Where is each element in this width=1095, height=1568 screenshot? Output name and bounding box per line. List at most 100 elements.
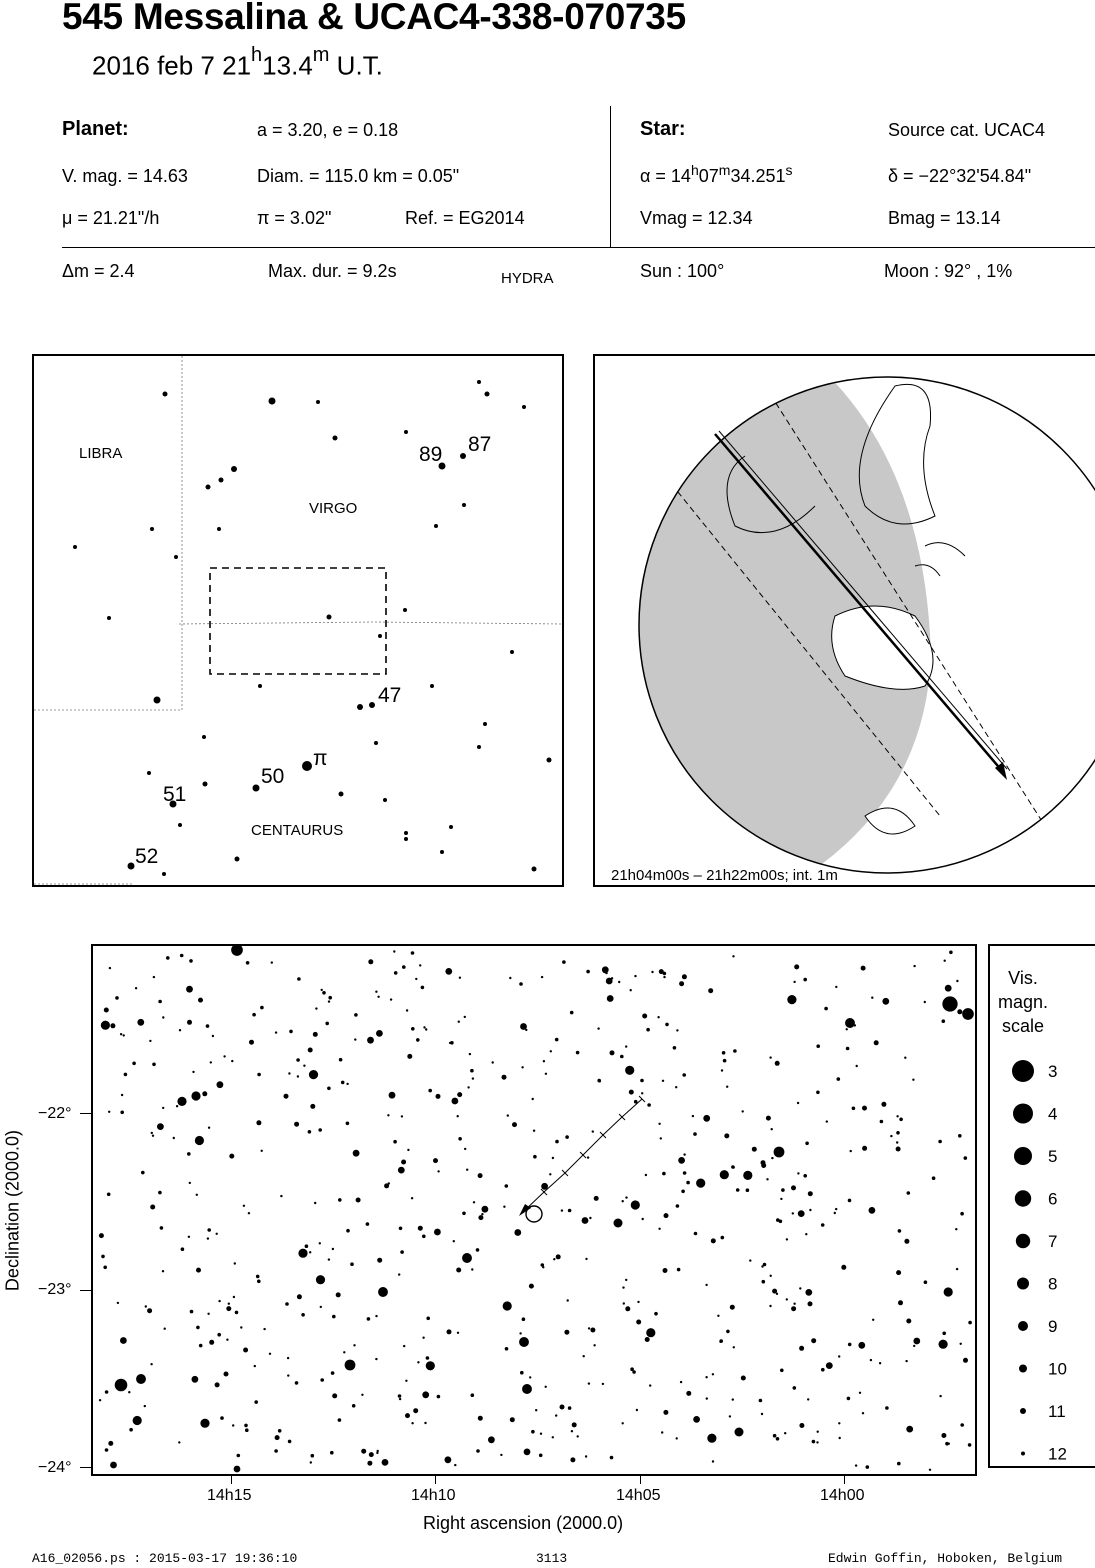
chart-star — [693, 1231, 698, 1236]
max-duration: Max. dur. = 9.2s — [268, 261, 397, 281]
chart-star — [310, 1453, 315, 1458]
chart-star — [765, 1115, 771, 1121]
chart-star — [187, 1019, 192, 1025]
chart-star — [232, 1295, 236, 1299]
chart-bright-star — [136, 1374, 146, 1384]
chart-star — [791, 1306, 797, 1312]
chart-star — [549, 1050, 552, 1053]
chart-star — [129, 1427, 133, 1432]
chart-star — [116, 1301, 120, 1305]
chart-star — [514, 1229, 522, 1236]
xtick-mark-1415 — [231, 1476, 232, 1484]
chart-star — [320, 988, 323, 992]
chart-star — [833, 1211, 836, 1215]
chart-star — [466, 1168, 469, 1171]
chart-star — [906, 1191, 911, 1195]
chart-star — [407, 1053, 413, 1059]
chart-star — [662, 1268, 668, 1273]
chart-star — [198, 1343, 203, 1348]
chart-star — [217, 1332, 221, 1337]
chart-star — [454, 1463, 457, 1467]
chart-star — [417, 1225, 423, 1231]
chart-star — [301, 1313, 305, 1317]
chart-star — [288, 1072, 291, 1075]
hour-unit: h — [251, 44, 263, 66]
chart-star — [128, 1391, 131, 1394]
chart-bright-star — [942, 996, 958, 1012]
chart-star — [328, 995, 332, 1000]
chart-star — [633, 1099, 638, 1104]
chart-star — [509, 976, 512, 980]
chart-star — [457, 1020, 460, 1023]
chart-star — [437, 1170, 440, 1173]
chart-star — [257, 1279, 261, 1284]
chart-star — [760, 1412, 764, 1416]
chart-star — [646, 1328, 656, 1338]
chart-star — [375, 1357, 378, 1361]
chart-star — [641, 1092, 644, 1095]
chart-star — [521, 1066, 524, 1069]
finder-star — [477, 745, 481, 749]
chart-star — [340, 1080, 345, 1085]
finder-star — [404, 837, 408, 841]
chart-star — [132, 1415, 142, 1426]
chart-star — [191, 1375, 199, 1383]
chart-star — [338, 1198, 342, 1202]
chart-star — [504, 1184, 509, 1188]
chart-star — [641, 1217, 644, 1221]
chart-star — [585, 1257, 588, 1261]
chart-star — [551, 1156, 555, 1160]
moon-info: Moon : 92° , 1% — [884, 261, 1013, 281]
chart-star — [769, 1274, 772, 1277]
chart-star — [477, 1415, 483, 1421]
chart-star — [542, 1060, 546, 1063]
finder-star — [258, 684, 262, 688]
chart-star — [232, 1424, 235, 1427]
chart-star — [847, 1198, 852, 1203]
chart-star — [376, 1030, 383, 1037]
chart-star — [762, 1262, 767, 1267]
chart-star — [458, 976, 462, 979]
chart-star — [205, 1024, 210, 1028]
chart-star — [297, 977, 301, 981]
chart-star — [805, 1233, 808, 1236]
chart-star — [343, 1351, 346, 1354]
chart-star — [601, 1382, 605, 1386]
sun-elongation: Sun : 100° — [640, 261, 725, 281]
chart-star — [249, 1039, 254, 1045]
chart-star — [108, 1440, 114, 1446]
chart-star — [681, 1189, 685, 1194]
chart-star — [871, 996, 874, 999]
finder-star — [153, 696, 161, 704]
chart-star — [956, 979, 959, 983]
chart-star — [847, 1342, 852, 1347]
track-arrow — [519, 1204, 531, 1216]
chart-star — [803, 977, 807, 982]
chart-star — [644, 1337, 650, 1342]
chart-star — [805, 1141, 809, 1146]
chart-star — [106, 1192, 111, 1197]
chart-star — [705, 1376, 708, 1379]
chart-star — [862, 1145, 868, 1151]
chart-star — [158, 999, 162, 1004]
track-tick — [561, 1169, 569, 1177]
chart-star — [771, 1156, 774, 1160]
chart-star — [906, 1318, 912, 1324]
chart-star — [134, 987, 138, 990]
chart-star — [774, 1060, 780, 1066]
finder-star — [231, 466, 237, 472]
chart-star — [720, 1069, 724, 1072]
chart-star — [178, 1029, 182, 1032]
chart-star — [593, 1195, 599, 1201]
delta-magnitude: Δm = 2.4 — [62, 261, 135, 281]
finder-star — [162, 391, 168, 397]
chart-star — [423, 1026, 426, 1029]
chart-star — [809, 1208, 812, 1212]
chart-star — [296, 1075, 300, 1078]
ytick-mark-23 — [80, 1290, 91, 1291]
chart-star — [318, 1128, 322, 1132]
finder-star — [440, 850, 444, 854]
chart-star — [589, 1216, 592, 1220]
finder-stars — [73, 380, 552, 876]
chart-star — [367, 1036, 374, 1044]
